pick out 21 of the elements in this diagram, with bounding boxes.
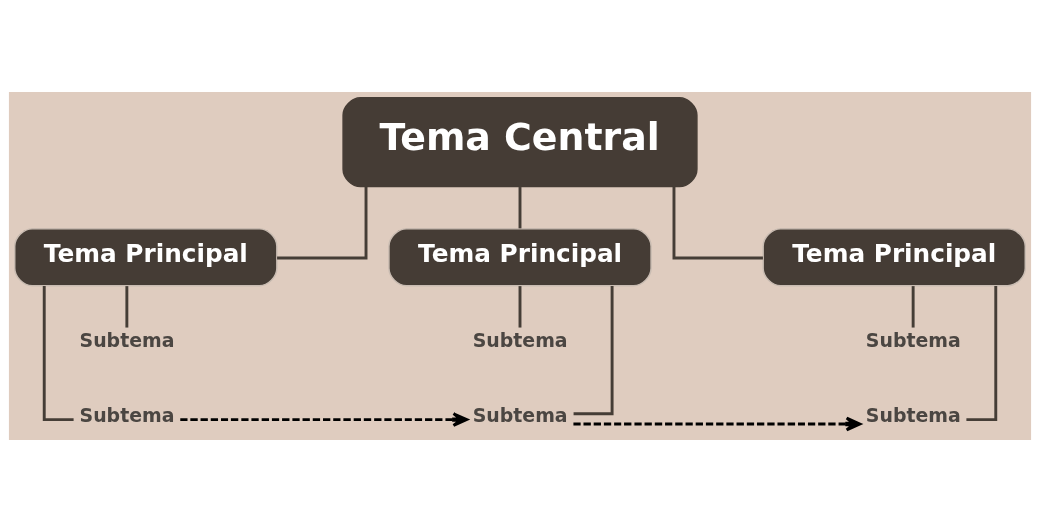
node-text: Subtema bbox=[472, 403, 568, 426]
connector bbox=[42, 285, 74, 422]
connector bbox=[573, 286, 614, 416]
node-box: Tema Principal bbox=[388, 228, 652, 287]
connector bbox=[911, 286, 915, 328]
connector bbox=[518, 187, 522, 229]
node-box: Tema Principal bbox=[762, 228, 1026, 287]
node-text: Subtema bbox=[865, 403, 961, 426]
node-text: Subtema bbox=[79, 403, 175, 426]
node-text: Subtema bbox=[865, 329, 961, 352]
arrow bbox=[180, 412, 469, 427]
node-box: Tema Principal bbox=[14, 228, 278, 287]
node-box: Tema Central bbox=[342, 97, 698, 188]
node-text: Subtema bbox=[472, 329, 568, 352]
connector bbox=[672, 186, 763, 260]
connector bbox=[966, 285, 998, 422]
connector bbox=[125, 286, 129, 328]
connector bbox=[518, 286, 522, 328]
connector bbox=[277, 186, 368, 260]
arrow bbox=[573, 416, 862, 432]
node-text: Subtema bbox=[79, 329, 175, 352]
